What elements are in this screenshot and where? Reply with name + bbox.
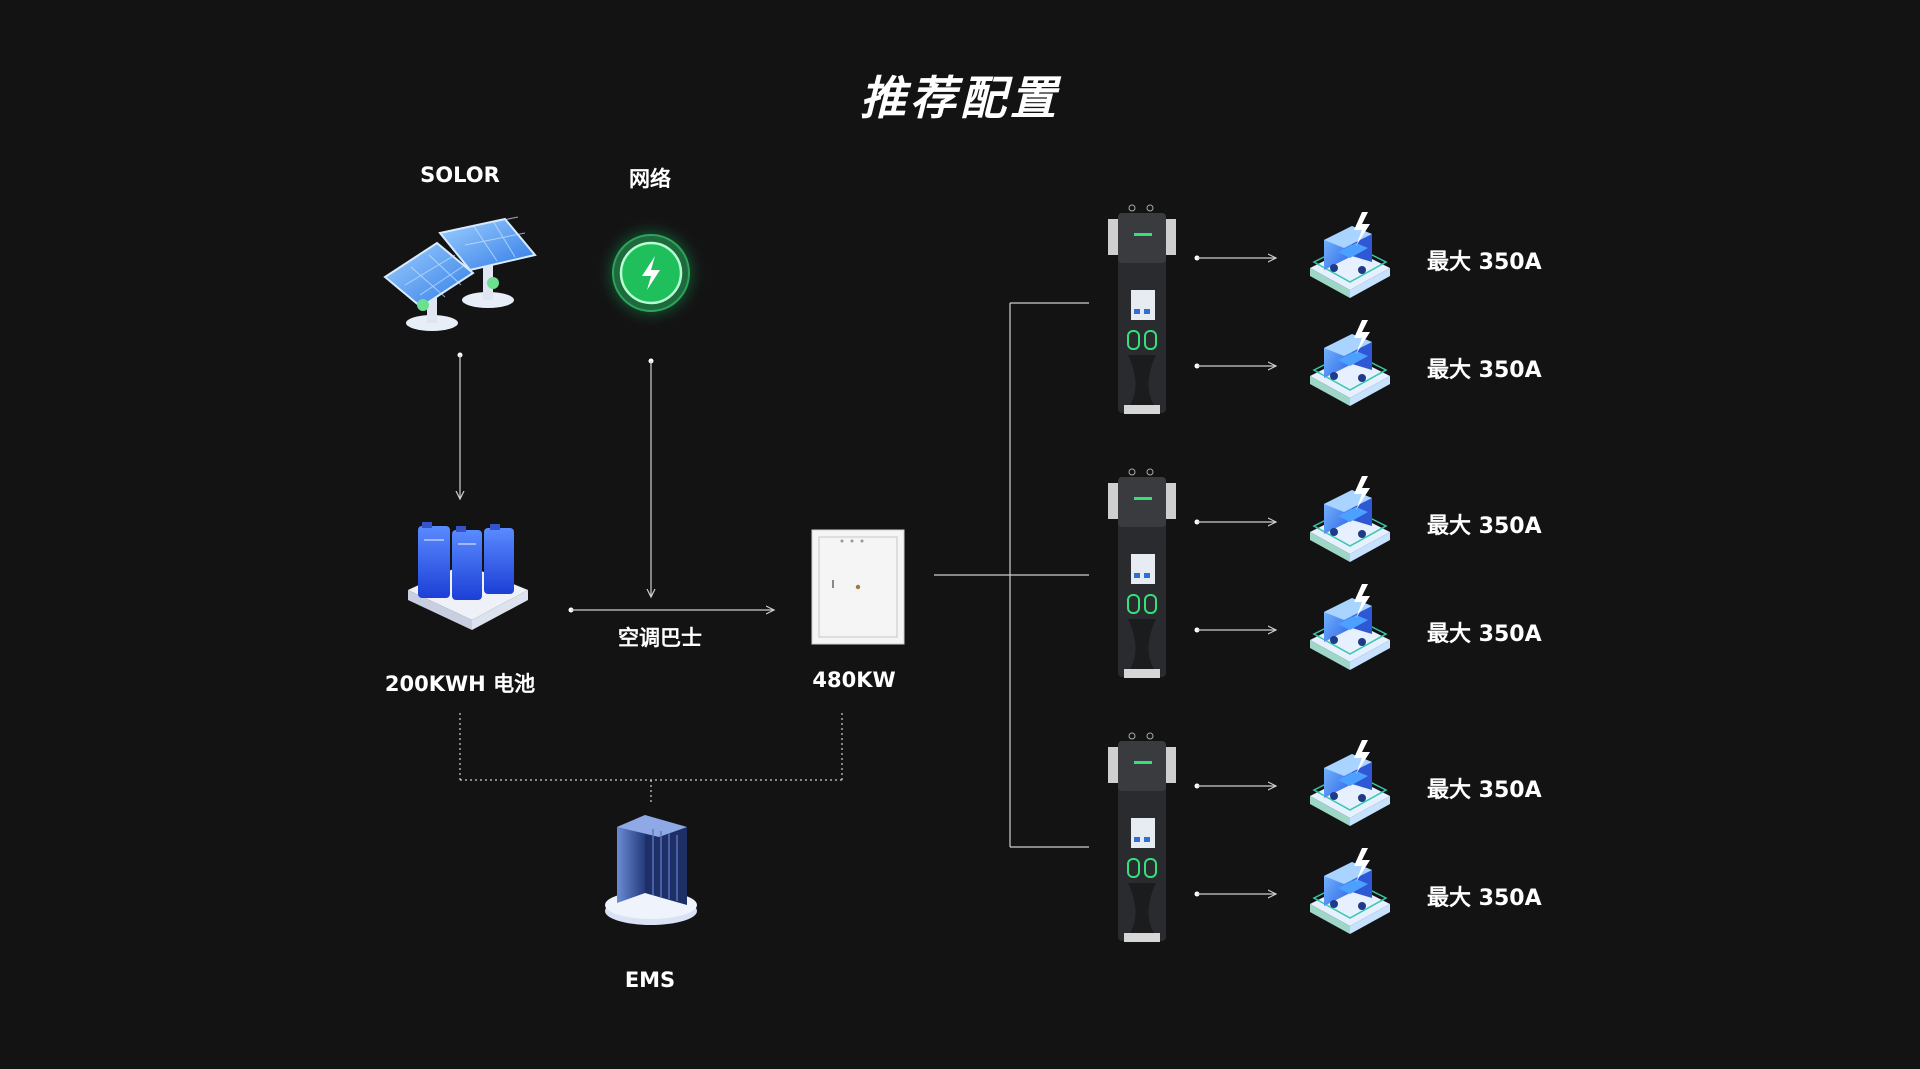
output-label-1: 最大 350A	[1427, 250, 1542, 275]
output-label-2: 最大 350A	[1427, 358, 1542, 383]
charger-icon-1	[1108, 204, 1176, 414]
output-label-6: 最大 350A	[1427, 886, 1542, 911]
grid-power-icon	[595, 217, 707, 329]
grid-label: 网络	[629, 167, 671, 191]
solar-label: SOLOR	[420, 163, 500, 187]
cabinet-icon	[811, 529, 905, 645]
vehicle-icon-2	[1309, 319, 1391, 407]
cabinet-label: 480KW	[812, 668, 896, 692]
vehicle-icon-5	[1309, 739, 1391, 827]
vehicle-icon-3	[1309, 475, 1391, 563]
vehicle-icon-1	[1310, 212, 1390, 298]
output-label-5: 最大 350A	[1427, 778, 1542, 803]
charger-outputs	[1194, 256, 1277, 897]
connectors	[458, 256, 1277, 897]
output-label-3: 最大 350A	[1427, 514, 1542, 539]
ems-server-icon	[605, 815, 697, 925]
page-title: 推荐配置	[860, 71, 1060, 125]
charger-icon-2	[1107, 468, 1177, 679]
battery-icon	[408, 522, 528, 630]
ems-links	[459, 713, 843, 803]
vehicle-icon-6	[1309, 847, 1391, 935]
vehicle-icon-4	[1309, 583, 1391, 671]
output-label-4: 最大 350A	[1427, 622, 1542, 647]
battery-label: 200KWH 电池	[384, 672, 536, 696]
ems-label: EMS	[624, 968, 676, 992]
link-label: 空调巴士	[618, 626, 702, 650]
solar-panel-icon	[383, 216, 537, 331]
charger-icon-3	[1107, 732, 1177, 943]
